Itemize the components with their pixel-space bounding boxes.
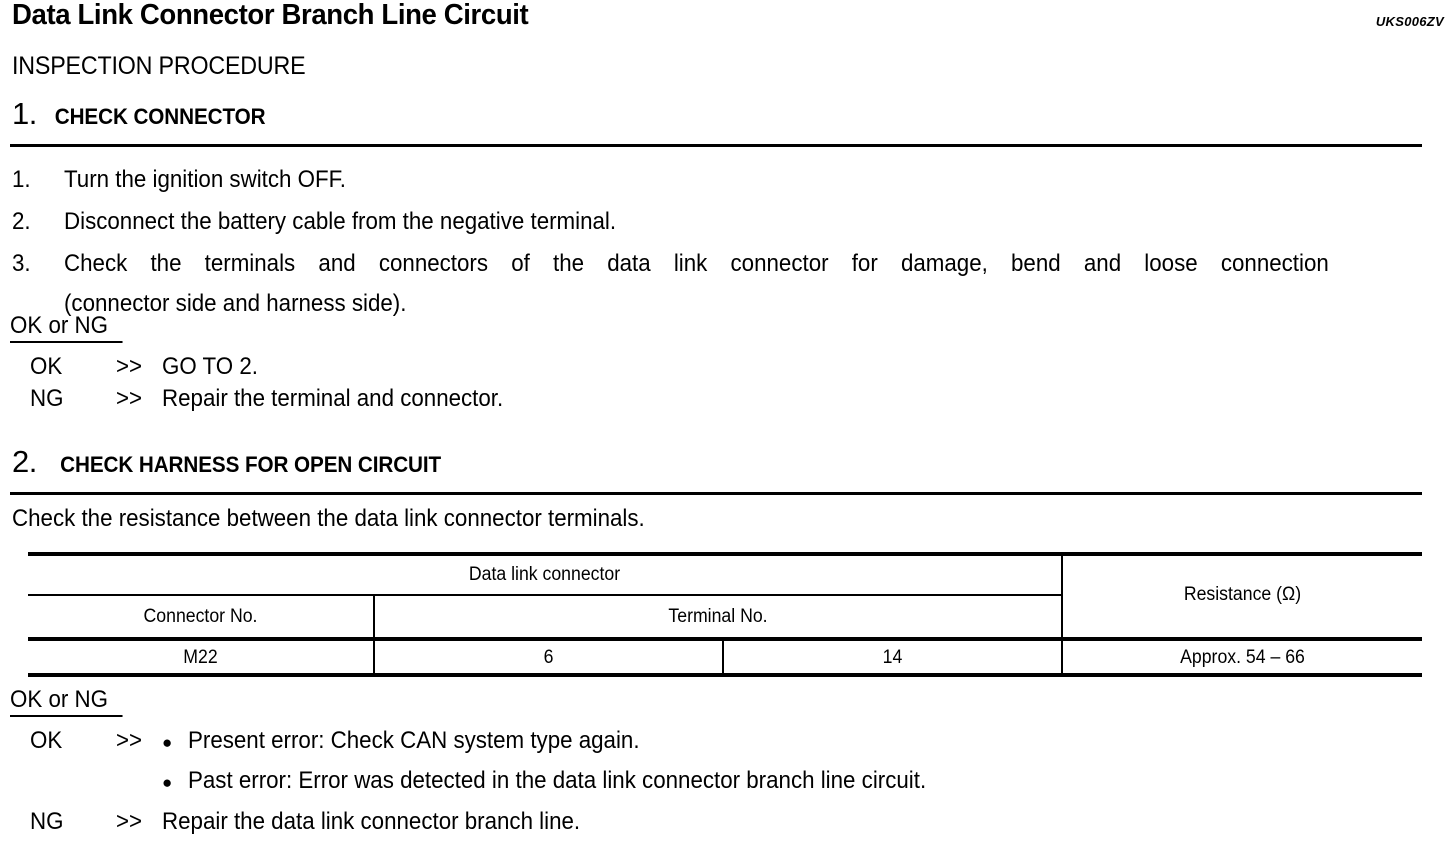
step-1-divider: [10, 144, 1422, 147]
step-2-label: CHECK HARNESS FOR OPEN CIRCUIT: [60, 452, 441, 477]
step-1-number: 1.: [12, 96, 37, 131]
table-cell-terminal-a: 6: [543, 647, 554, 668]
result-action: Repair the data link connector branch li…: [162, 808, 581, 835]
bullet-text: Past error: Error was detected in the da…: [188, 767, 927, 794]
table-subheader-terminal-no: Terminal No.: [668, 606, 768, 627]
list-item-number: 2.: [12, 208, 31, 235]
step-2-divider: [10, 492, 1422, 495]
result-action: Repair the terminal and connector.: [162, 385, 504, 412]
step-2-result-ng: NG >> Repair the data link connector bra…: [30, 808, 612, 836]
result-action: GO TO 2.: [162, 353, 258, 380]
result-label: NG: [30, 808, 64, 835]
list-item-text-line-1: Check the terminals and connectors of th…: [64, 250, 1329, 277]
list-item-text: Check the terminals and connectors of th…: [64, 244, 1329, 324]
result-arrow: >>: [116, 353, 143, 380]
table-resistance-header: Resistance (Ω): [1183, 584, 1302, 605]
bullet-icon: ●: [162, 773, 173, 792]
result-arrow: >>: [116, 808, 143, 835]
step-2-lead-in-text: Check the resistance between the data li…: [12, 505, 645, 532]
list-item-text: Disconnect the battery cable from the ne…: [64, 208, 617, 235]
resistance-table: Data link connector Resistance (Ω) Conne…: [28, 552, 1422, 677]
list-item-number: 3.: [12, 250, 31, 277]
step-1-result-ng: NG >> Repair the terminal and connector.: [30, 385, 529, 413]
step-2-header: 2. CHECK HARNESS FOR OPEN CIRCUIT: [12, 444, 453, 480]
table-cell-terminal-b: 14: [882, 647, 903, 668]
table-divider-terminal: [722, 639, 724, 673]
table-header-inner-border: [28, 594, 1062, 596]
bullet-icon: ●: [162, 733, 173, 752]
list-item-text-line-2: (connector side and harness side).: [64, 290, 407, 317]
table-top-border: [28, 552, 1422, 556]
result-arrow: >>: [116, 727, 143, 754]
reference-code: UKS006ZV: [1375, 14, 1444, 29]
list-item: 2. Disconnect the battery cable from the…: [12, 202, 1424, 242]
result-label: OK: [30, 353, 63, 380]
list-item: 3. Check the terminals and connectors of…: [12, 244, 1424, 324]
table-cell-resistance: Approx. 54 – 66: [1180, 647, 1305, 668]
step-2-result-bullet-2: ● Past error: Error was detected in the …: [162, 767, 982, 795]
table-header-bottom-border: [28, 637, 1422, 641]
list-item-number: 1.: [12, 166, 31, 193]
step-1-result-ok: OK >> GO TO 2.: [30, 353, 265, 381]
step-2-number: 2.: [12, 444, 37, 479]
result-arrow: >>: [116, 385, 143, 412]
step-1-header: 1. CHECK CONNECTOR: [12, 96, 272, 132]
result-label: NG: [30, 385, 64, 412]
table-divider-connector: [373, 594, 375, 673]
table-cell-connector-no: M22: [183, 647, 218, 668]
step-2-result-heading: OK or NG: [10, 686, 123, 717]
table-bottom-border: [28, 673, 1422, 677]
page-title: Data Link Connector Branch Line Circuit: [12, 0, 529, 31]
table-group-header: Data link connector: [468, 564, 621, 585]
step-2-result-heading-text: OK or NG: [10, 686, 123, 717]
table-divider-resistance: [1061, 554, 1063, 673]
step-1-label: CHECK CONNECTOR: [54, 104, 266, 129]
step-1-instruction-list: 1. Turn the ignition switch OFF. 2. Disc…: [12, 160, 1424, 326]
list-item: 1. Turn the ignition switch OFF.: [12, 160, 1424, 200]
table-subheader-connector-no: Connector No.: [143, 606, 258, 627]
result-label: OK: [30, 727, 63, 754]
step-2-result-ok: OK >>: [30, 727, 162, 755]
step-1-result-heading: OK or NG: [10, 312, 123, 343]
section-heading: INSPECTION PROCEDURE: [12, 52, 306, 80]
bullet-text: Present error: Check CAN system type aga…: [188, 727, 640, 754]
step-1-result-heading-text: OK or NG: [10, 312, 123, 343]
step-2-result-bullet-1: ● Present error: Check CAN system type a…: [162, 727, 674, 755]
list-item-text: Turn the ignition switch OFF.: [64, 166, 347, 193]
